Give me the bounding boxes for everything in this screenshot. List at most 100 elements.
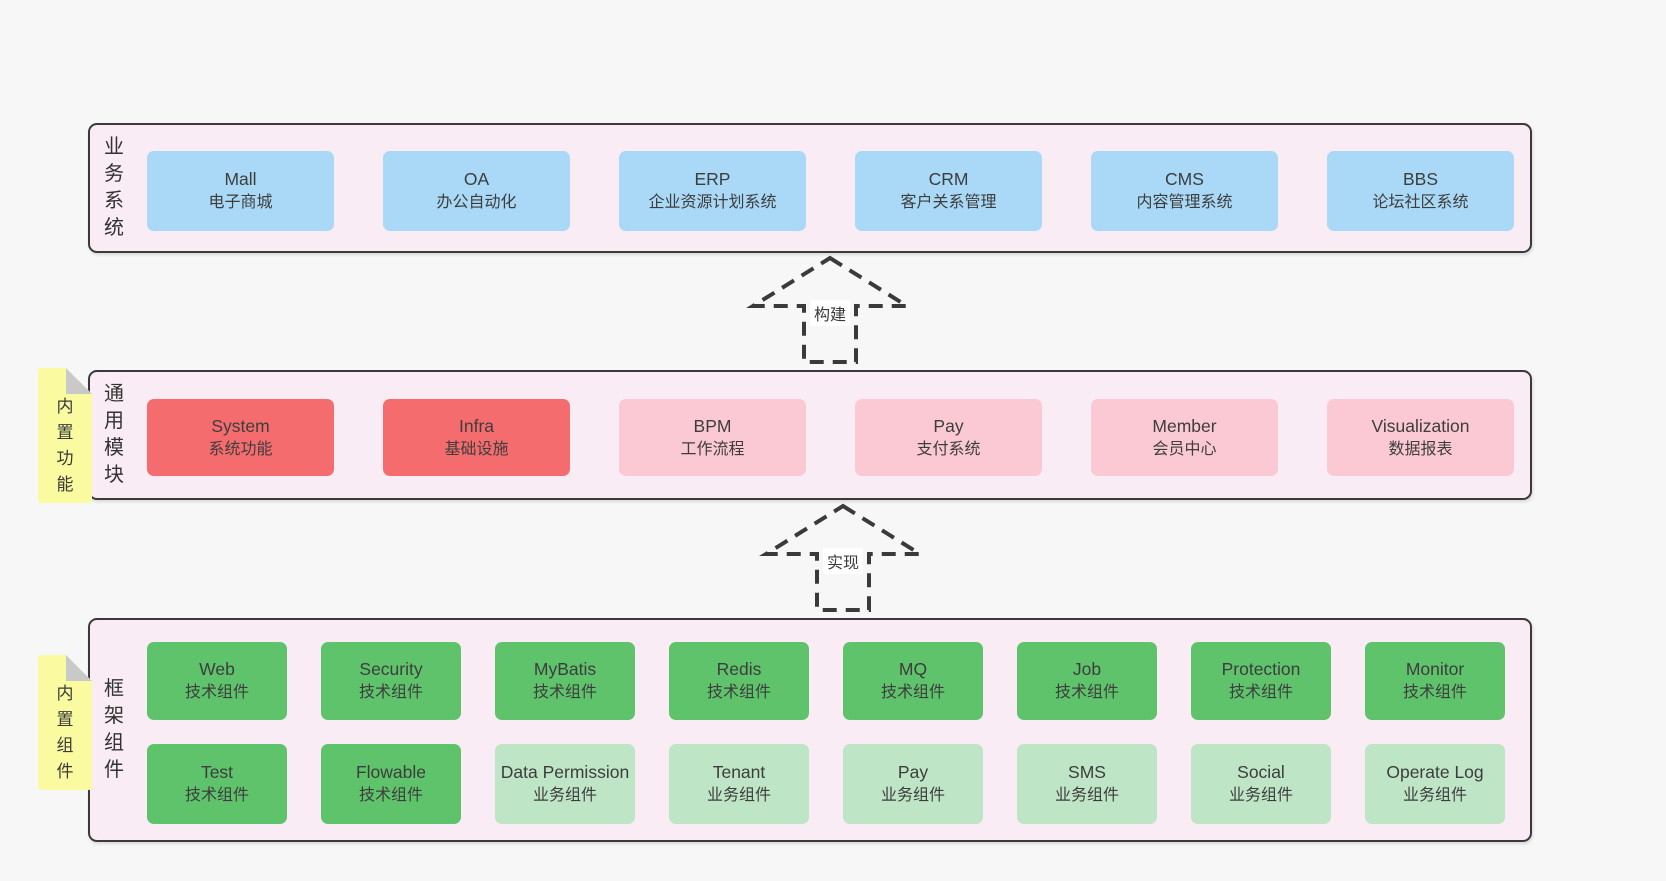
box-name: BBS [1402,169,1439,189]
box-protection: Protection 技术组件 [1191,642,1331,720]
box-job: Job 技术组件 [1017,642,1157,720]
box-name: MQ [898,659,928,679]
box-name: Monitor [1405,659,1465,679]
box-crm: CRM 客户关系管理 [855,151,1042,231]
box-bpm: BPM 工作流程 [619,399,806,476]
box-name: Job [1072,659,1102,679]
box-name: Data Permission [500,762,630,782]
box-desc: 技术组件 [532,684,597,701]
framework-components-label: 框架组件 [104,678,124,781]
box-name: Visualization [1371,415,1470,436]
box-name: Security [359,659,423,679]
box-infra: Infra 基础设施 [383,399,570,476]
box-desc: 企业资源计划系统 [648,194,777,211]
box-sms: SMS 业务组件 [1017,744,1157,824]
box-system: System 系统功能 [147,399,334,476]
common-modules-label: 通用模块 [104,383,124,486]
box-desc: 内容管理系统 [1136,194,1233,211]
business-systems-label: 业务系统 [104,136,124,239]
box-tenant: Tenant 业务组件 [669,744,809,824]
box-desc: 业务组件 [1228,787,1293,804]
box-name: Infra [458,415,495,436]
box-desc: 支付系统 [916,440,981,458]
implement-arrow-label: 实现 [822,548,864,574]
box-desc: 技术组件 [1402,684,1467,701]
box-pay-module: Pay 支付系统 [855,399,1042,476]
box-desc: 基础设施 [444,440,509,458]
builtin-features-note-label: 内置功能 [56,397,74,494]
box-name: BPM [693,415,732,436]
build-arrow: 构建 [744,254,916,366]
box-test: Test 技术组件 [147,744,287,824]
box-name: Member [1152,415,1217,436]
box-name: Redis [716,659,762,679]
box-desc: 技术组件 [880,684,945,701]
box-desc: 技术组件 [706,684,771,701]
box-mall: Mall 电子商城 [147,151,334,231]
box-desc: 技术组件 [184,787,249,804]
box-desc: 系统功能 [208,440,273,458]
box-name: Tenant [712,762,766,782]
box-name: Operate Log [1386,762,1484,782]
box-mybatis: MyBatis 技术组件 [495,642,635,720]
box-mq: MQ 技术组件 [843,642,983,720]
builtin-features-note: 内置功能 [38,368,92,503]
box-desc: 会员中心 [1152,440,1217,458]
box-cms: CMS 内容管理系统 [1091,151,1278,231]
implement-arrow: 实现 [757,502,929,614]
box-desc: 业务组件 [1402,787,1467,804]
box-name: Protection [1221,659,1301,679]
box-desc: 工作流程 [680,440,745,458]
box-visualization: Visualization 数据报表 [1327,399,1514,476]
box-name: Social [1237,762,1285,782]
box-name: Pay [897,762,929,782]
box-desc: 论坛社区系统 [1372,194,1469,211]
builtin-components-note: 内置组件 [38,655,92,790]
box-name: ERP [694,169,731,189]
box-data-permission: Data Permission 业务组件 [495,744,635,824]
box-name: MyBatis [533,659,597,679]
box-pay-component: Pay 业务组件 [843,744,983,824]
business-systems-section: 业务系统 Mall 电子商城 OA 办公自动化 ERP 企业资源计划系统 CRM… [88,123,1532,253]
box-desc: 技术组件 [358,684,423,701]
box-flowable: Flowable 技术组件 [321,744,461,824]
box-desc: 数据报表 [1388,440,1453,458]
box-redis: Redis 技术组件 [669,642,809,720]
box-desc: 客户关系管理 [900,194,997,211]
box-member: Member 会员中心 [1091,399,1278,476]
box-name: Mall [224,169,257,189]
box-name: CMS [1165,169,1204,189]
box-name: Flowable [355,762,427,782]
common-modules-section: 通用模块 System 系统功能 Infra 基础设施 BPM 工作流程 Pay… [88,370,1532,500]
box-desc: 技术组件 [184,684,249,701]
box-name: Pay [933,415,964,436]
box-web: Web 技术组件 [147,642,287,720]
box-name: System [211,415,270,436]
box-desc: 办公自动化 [436,194,517,211]
box-desc: 业务组件 [1054,787,1119,804]
up-arrow-dashed-icon [746,255,914,364]
box-desc: 电子商城 [208,194,273,211]
box-social: Social 业务组件 [1191,744,1331,824]
build-arrow-label: 构建 [809,300,851,326]
up-arrow-dashed-icon [759,503,927,612]
box-erp: ERP 企业资源计划系统 [619,151,806,231]
box-name: SMS [1068,762,1106,782]
box-desc: 业务组件 [706,787,771,804]
box-desc: 业务组件 [532,787,597,804]
box-desc: 业务组件 [880,787,945,804]
builtin-components-note-label: 内置组件 [56,684,74,781]
box-name: CRM [928,169,969,189]
box-security: Security 技术组件 [321,642,461,720]
box-monitor: Monitor 技术组件 [1365,642,1505,720]
box-name: Web [199,659,235,679]
box-bbs: BBS 论坛社区系统 [1327,151,1514,231]
box-desc: 技术组件 [358,787,423,804]
box-operate-log: Operate Log 业务组件 [1365,744,1505,824]
framework-components-section: 框架组件 Web 技术组件 Security 技术组件 MyBatis 技术组件… [88,618,1532,842]
box-desc: 技术组件 [1054,684,1119,701]
box-name: Test [200,762,234,782]
box-desc: 技术组件 [1228,684,1293,701]
box-oa: OA 办公自动化 [383,151,570,231]
